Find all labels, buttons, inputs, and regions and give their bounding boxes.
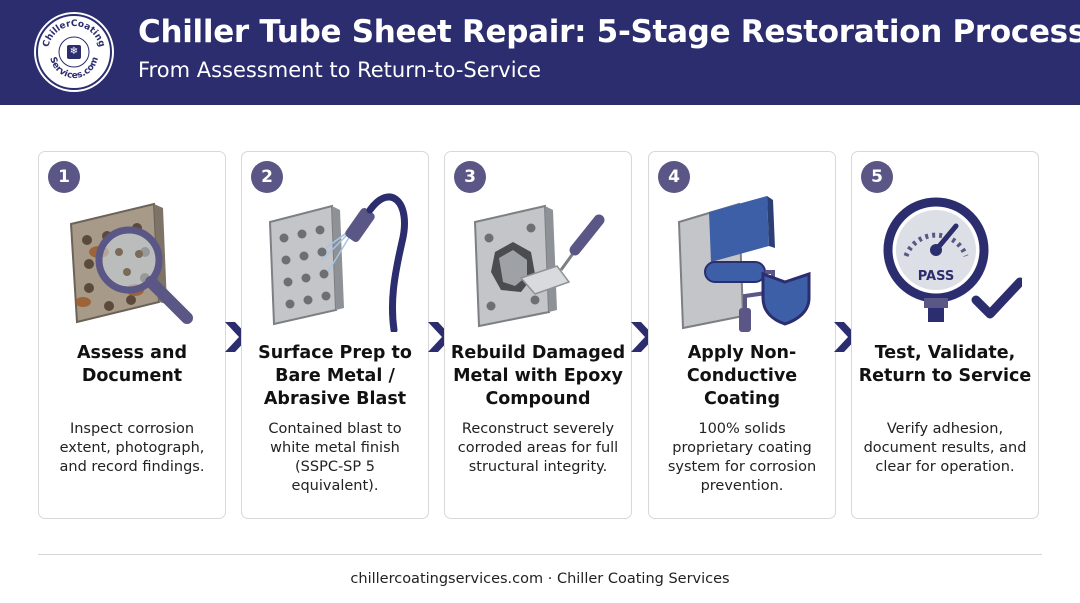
stage-card-1: 1 Assess and Document Inspect corrosion … [38,151,226,519]
pass-gauge-check-icon: PASS [883,197,1022,322]
stage-number-badge: 3 [454,161,486,193]
page-title: Chiller Tube Sheet Repair: 5-Stage Resto… [138,14,1080,50]
company-logo: ChillerCoating Services.com ❄ [34,12,114,92]
abrasive-blast-nozzle-icon [268,193,408,332]
stage-card-5: 5 PASS Test, Validate, Return to Service… [851,151,1039,519]
header-banner: ChillerCoating Services.com ❄ Chiller Tu… [0,0,1080,105]
footer-divider [38,554,1042,555]
stage-number-badge: 4 [658,161,690,193]
stage-title: Rebuild Damaged Metal with Epoxy Compoun… [450,343,626,409]
stage-number-badge: 1 [48,161,80,193]
stage-title: Assess and Document [77,343,187,386]
stage-description: 100% solids proprietary coating system f… [667,421,817,494]
stage-description: Contained blast to white metal finish (S… [268,421,402,494]
magnifier-over-corroded-plate-icon [69,202,193,324]
paint-roller-shield-icon [677,196,811,332]
stage-description: Inspect corrosion extent, photograph, an… [59,421,205,475]
stage-number-badge: 5 [861,161,893,193]
stage-title: Test, Validate, Return to Service [858,343,1032,386]
stage-description: Reconstruct severely corroded areas for … [457,421,619,475]
page-subtitle: From Assessment to Return-to-Service [138,58,542,82]
stage-card-2: 2 Surface Prep to Bare Metal / Abrasive … [241,151,429,519]
stage-title: Apply Non-Conductive Coating [686,343,798,409]
stage-number-badge: 2 [251,161,283,193]
stage-card-4: 4 Apply Non-Conductive Coating 100% soli… [648,151,836,519]
logo-seal-icon: ChillerCoating Services.com [36,14,112,90]
stage-title: Surface Prep to Bare Metal / Abrasive Bl… [258,343,412,409]
snowflake-icon: ❄ [67,45,81,59]
footer-text: chillercoatingservices.com · Chiller Coa… [350,571,730,587]
svg-text:Services.com: Services.com [47,56,101,82]
trowel-epoxy-fill-icon [473,204,605,328]
stage-description: Verify adhesion, document results, and c… [863,421,1027,475]
pass-label: PASS [918,269,955,284]
stage-card-3: 3 Rebuild Damaged Metal with Epoxy Compo… [444,151,632,519]
